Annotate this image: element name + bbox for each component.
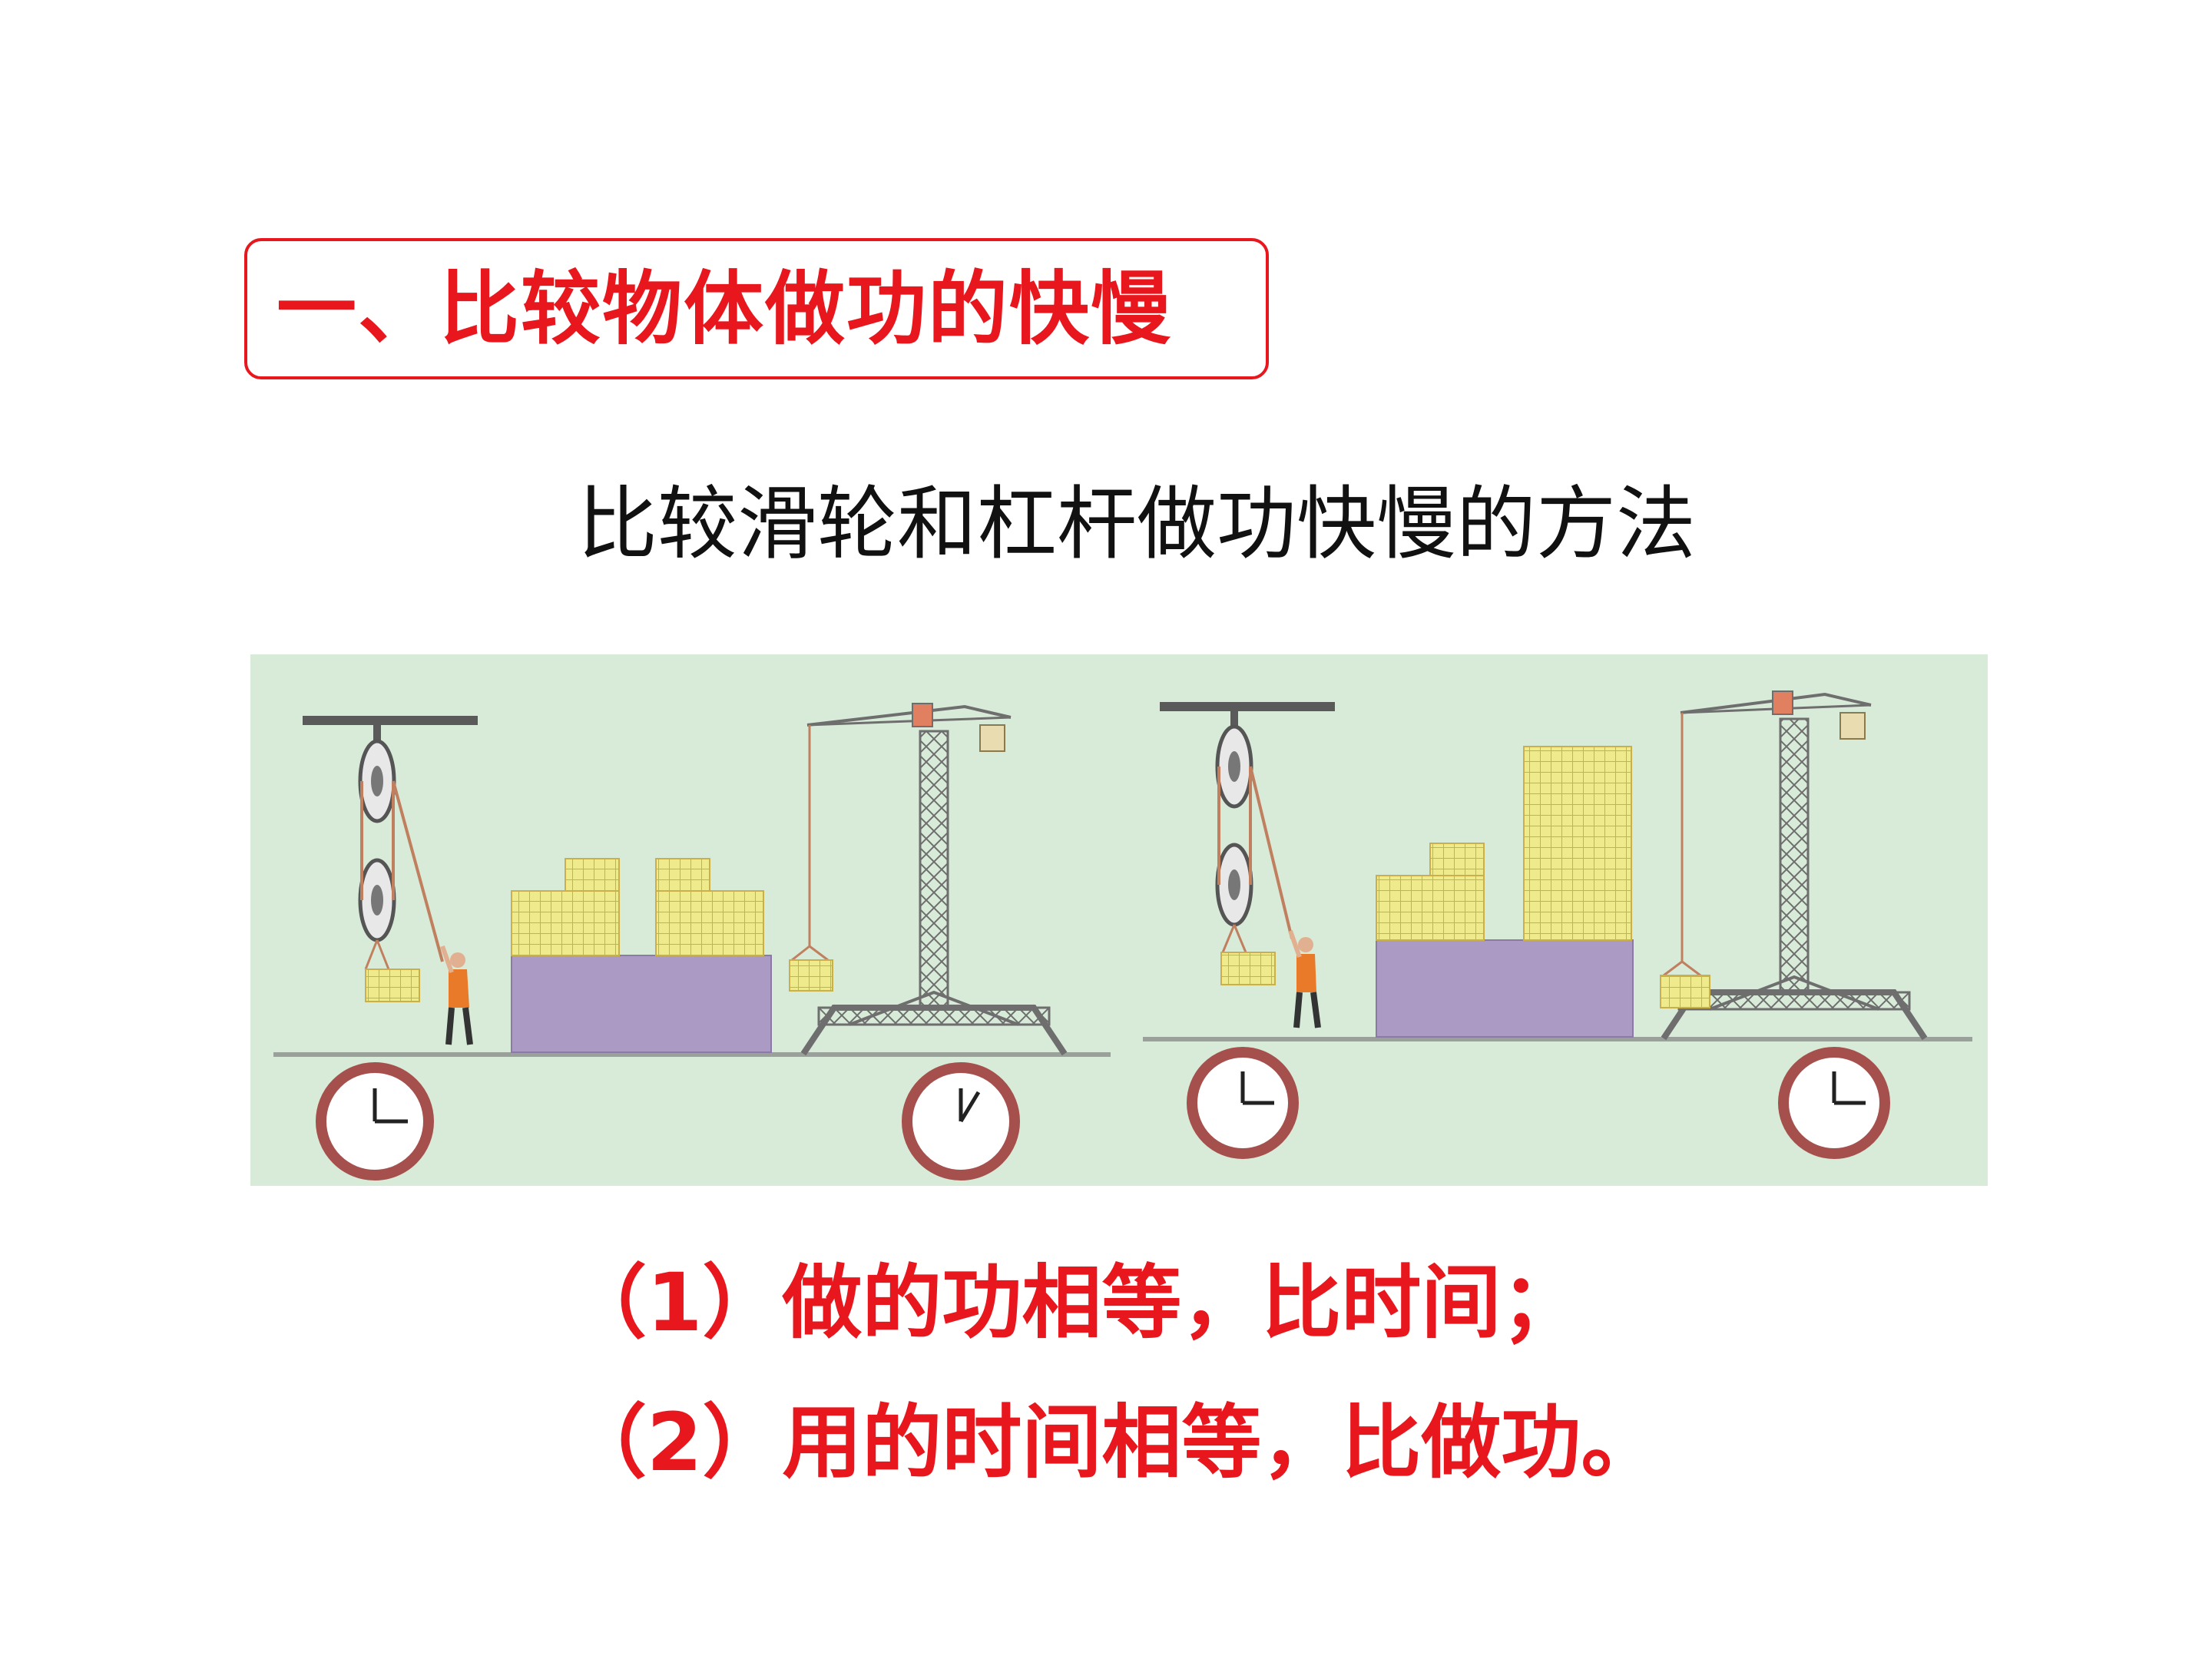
pulley-beam bbox=[1160, 702, 1335, 711]
tower-crane bbox=[1660, 690, 1928, 1041]
method-point-2: （2）用的时间相等，比做功。 bbox=[567, 1396, 1661, 1489]
section-heading: 一、比较物体做功的快慢 bbox=[276, 262, 1173, 356]
platform bbox=[1376, 939, 1634, 1038]
pulley-beam bbox=[303, 716, 478, 725]
left-panel bbox=[273, 703, 1111, 1181]
platform bbox=[511, 955, 772, 1053]
work-comparison-illustration bbox=[250, 654, 1988, 1186]
ground-line bbox=[1143, 1037, 1972, 1041]
pulley-system bbox=[1215, 724, 1293, 985]
ground-line bbox=[273, 1052, 1111, 1057]
right-panel-crane-clock bbox=[1778, 1047, 1890, 1159]
box-stacks bbox=[1376, 746, 1632, 941]
slide-subtitle-text: 比较滑轮和杠杆做功快慢的方法 bbox=[577, 477, 1696, 571]
worker-figure bbox=[1288, 930, 1321, 1028]
right-panel bbox=[1143, 690, 1972, 1159]
method-point-1: （1）做的功相等，比时间； bbox=[567, 1256, 1581, 1349]
left-panel-crane-clock bbox=[902, 1062, 1020, 1181]
left-panel-pulley-clock bbox=[316, 1062, 434, 1181]
tower-crane bbox=[789, 703, 1068, 1056]
slide-subtitle: 比较滑轮和杠杆做功快慢的方法 bbox=[0, 476, 2212, 572]
right-panel-pulley-clock bbox=[1187, 1047, 1299, 1159]
pulley-system bbox=[358, 739, 444, 1002]
box-stacks bbox=[511, 858, 764, 956]
section-heading-box: 一、比较物体做功的快慢 bbox=[244, 238, 1269, 379]
worker-figure bbox=[440, 945, 473, 1045]
